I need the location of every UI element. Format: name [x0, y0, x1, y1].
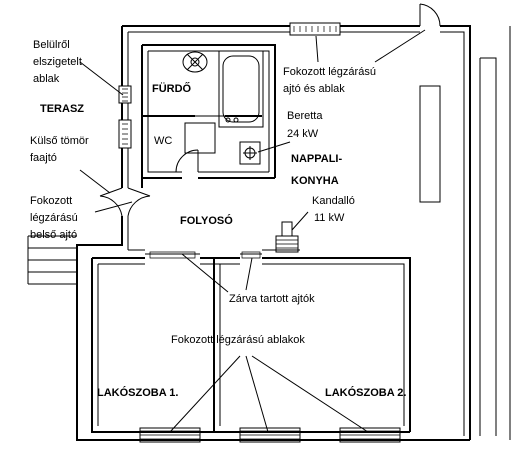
window-bedroom-middle: [239, 427, 301, 443]
annotation-external-door: Külső tömör faajtó: [30, 135, 111, 194]
annotation-text: 24 kW: [287, 128, 319, 140]
annotation-text: 11 kW: [314, 212, 345, 224]
top-right-balcony-door: [419, 3, 441, 27]
exterior-walls: [76, 25, 471, 441]
annotation-isolated-window: Belülről elszigetelt ablak: [33, 39, 124, 96]
annotation-text: Belülről: [33, 39, 70, 51]
annotation-text: Zárva tartott ajtók: [229, 293, 315, 305]
room-label-nappali-2: KONYHA: [291, 175, 339, 187]
bedroom-walls: [91, 249, 411, 433]
annotation-airtight-inner-door: Fokozott légzárású belső ajtó: [30, 195, 133, 241]
window-bedroom-left: [139, 427, 201, 443]
room-label-terasz: TERASZ: [40, 103, 84, 115]
annotation-text: elszigetelt: [33, 56, 82, 68]
washbasin: [182, 51, 208, 73]
room-label-folyoso: FOLYOSÓ: [180, 214, 233, 227]
annotation-text: légzárású: [30, 212, 78, 224]
annotation-text: Kandalló: [312, 195, 355, 207]
annotation-closed-doors: Zárva tartott ajtók: [181, 253, 315, 305]
boiler-beretta: [239, 141, 261, 165]
bedroom-door-1: [145, 251, 200, 259]
room-label-wc: WC: [154, 135, 172, 147]
room-label-furdo: FÜRDŐ: [152, 82, 192, 95]
window-isolated: [118, 85, 132, 104]
annotation-text: Fokozott: [30, 195, 72, 207]
annotation-text: Fokozott légzárású: [283, 66, 376, 78]
annotation-text: faajtó: [30, 152, 57, 164]
right-side-stairs: [419, 26, 511, 440]
airtight-inner-door: [127, 187, 151, 217]
bathtub: [218, 50, 264, 128]
room-label-nappali-1: NAPPALI-: [291, 153, 342, 165]
bedroom-door-2: [240, 251, 262, 259]
annotation-airtight-windows: Fokozott légzárású ablakok: [169, 334, 369, 433]
room-label-lakoszoba-1: LAKÓSZOBA 1.: [97, 386, 179, 399]
annotation-text: Külső tömör: [30, 135, 89, 147]
fireplace: [275, 221, 299, 253]
room-label-lakoszoba-2: LAKÓSZOBA 2.: [325, 386, 407, 399]
bathroom-wc-walls: [141, 44, 276, 188]
annotation-text: ablak: [33, 73, 60, 85]
external-door: [99, 187, 123, 217]
window-bedroom-right: [339, 427, 401, 443]
annotation-text: Fokozott légzárású ablakok: [171, 334, 305, 346]
terrace-steps: [27, 235, 77, 285]
annotation-airtight-door-window: Fokozott légzárású ajtó és ablak: [283, 29, 426, 95]
annotation-text: ajtó és ablak: [283, 83, 345, 95]
annotation-kandallo: Kandalló 11 kW: [291, 195, 355, 231]
washing-machine: [184, 122, 216, 154]
annotation-text: belső ajtó: [30, 229, 77, 241]
annotation-beretta: Beretta 24 kW: [257, 110, 323, 153]
window-top-living: [289, 22, 341, 36]
wc-door: [175, 149, 199, 173]
annotation-text: Beretta: [287, 110, 323, 122]
window-terrace-2: [118, 119, 132, 149]
